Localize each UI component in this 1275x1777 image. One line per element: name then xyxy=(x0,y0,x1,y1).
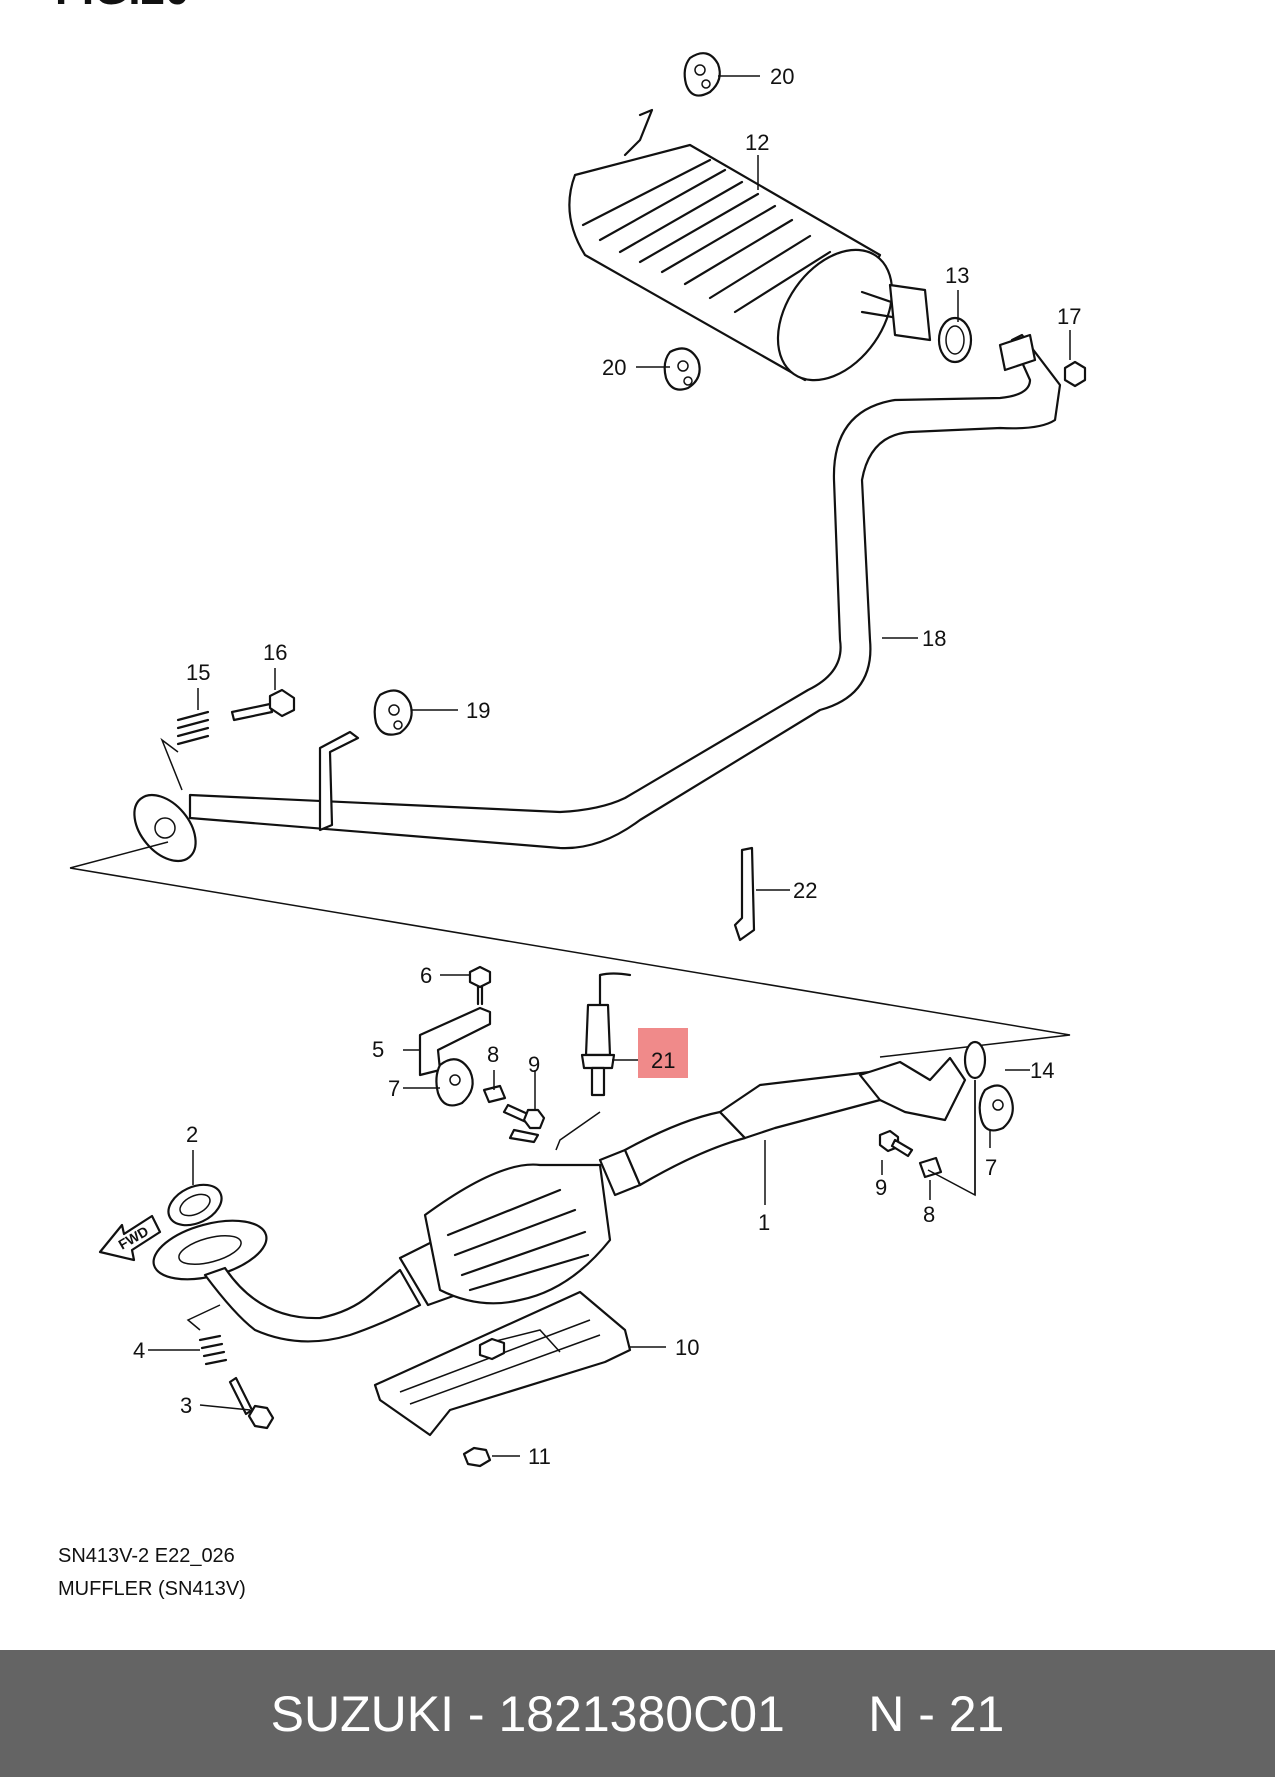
callout-22: 22 xyxy=(793,878,817,903)
fwd-arrow-icon: FWD xyxy=(98,1214,162,1262)
oxygen-sensor-21 xyxy=(555,972,632,1151)
part-info-footer: SUZUKI - 1821380C01 N - 21 xyxy=(0,1650,1275,1777)
center-pipe-18 xyxy=(133,333,1062,863)
callout-15: 15 xyxy=(186,660,210,685)
nut-11 xyxy=(462,1446,492,1468)
callout-5: 5 xyxy=(372,1037,384,1062)
callout-20-top: 20 xyxy=(770,64,794,89)
gasket-13 xyxy=(937,316,973,364)
leader-lines xyxy=(148,75,1071,1457)
callout-3: 3 xyxy=(180,1393,192,1418)
front-pipe-1 xyxy=(152,1056,967,1343)
callout-10: 10 xyxy=(675,1335,699,1360)
highlight-box-21 xyxy=(638,1028,688,1078)
callout-4: 4 xyxy=(133,1338,145,1363)
callout-14: 14 xyxy=(1030,1058,1054,1083)
callout-17: 17 xyxy=(1057,304,1081,329)
figure-name: MUFFLER (SN413V) xyxy=(58,1578,246,1600)
callout-2: 2 xyxy=(186,1122,198,1147)
callout-21: 21 xyxy=(651,1048,675,1073)
hanger-19 xyxy=(373,689,413,736)
hanger-20-top xyxy=(683,52,721,97)
bolt-3 xyxy=(228,1376,275,1430)
collar-8-right xyxy=(918,1156,943,1179)
hanger-7-right xyxy=(978,1084,1014,1132)
spring-4 xyxy=(198,1334,228,1366)
figure-title: FIG.20 xyxy=(55,0,190,14)
callout-19: 19 xyxy=(466,698,490,723)
gasket-2 xyxy=(167,1183,223,1227)
callout-9-right: 9 xyxy=(875,1175,887,1200)
callout-16: 16 xyxy=(263,640,287,665)
nut-17 xyxy=(1063,360,1087,388)
callout-13: 13 xyxy=(945,263,969,288)
callout-8-right: 8 xyxy=(923,1202,935,1227)
callout-20-lower: 20 xyxy=(602,355,626,380)
hanger-7-left xyxy=(435,1058,474,1107)
main-muffler-12 xyxy=(568,108,932,382)
bolt-9-left xyxy=(502,1103,546,1130)
callout-18: 18 xyxy=(922,626,946,651)
footer-brand: SUZUKI xyxy=(270,1685,454,1742)
footer-part-number: 1821380C01 xyxy=(498,1685,785,1742)
hanger-20-lower xyxy=(663,347,701,391)
bracket-5 xyxy=(418,1006,492,1077)
spring-15 xyxy=(176,710,210,746)
assembly-plane xyxy=(69,841,1071,1058)
bolt-6 xyxy=(468,965,492,1006)
stud-pin xyxy=(508,1128,540,1144)
callout-12: 12 xyxy=(745,130,769,155)
footer-position: N - 21 xyxy=(868,1685,1005,1742)
callout-7-right: 7 xyxy=(985,1155,997,1180)
callout-labels: 20 12 13 17 20 18 15 16 19 22 6 5 7 8 9 … xyxy=(133,64,1081,1469)
callout-7-left: 7 xyxy=(388,1076,400,1101)
callout-9-left: 9 xyxy=(528,1052,540,1077)
callout-6: 6 xyxy=(420,963,432,988)
bracket-22 xyxy=(733,846,756,942)
callout-1: 1 xyxy=(758,1210,770,1235)
bolt-16 xyxy=(230,688,296,722)
gasket-14 xyxy=(963,1040,987,1080)
exploded-parts-diagram: FIG.20 xyxy=(55,0,1087,1469)
heat-shield-10 xyxy=(373,1290,632,1437)
figure-code: SN413V-2 E22_026 xyxy=(58,1545,235,1567)
bolt-9-right xyxy=(878,1129,914,1158)
footer-separator: - xyxy=(454,1685,499,1742)
callout-11: 11 xyxy=(528,1444,551,1469)
callout-8-left: 8 xyxy=(487,1042,499,1067)
